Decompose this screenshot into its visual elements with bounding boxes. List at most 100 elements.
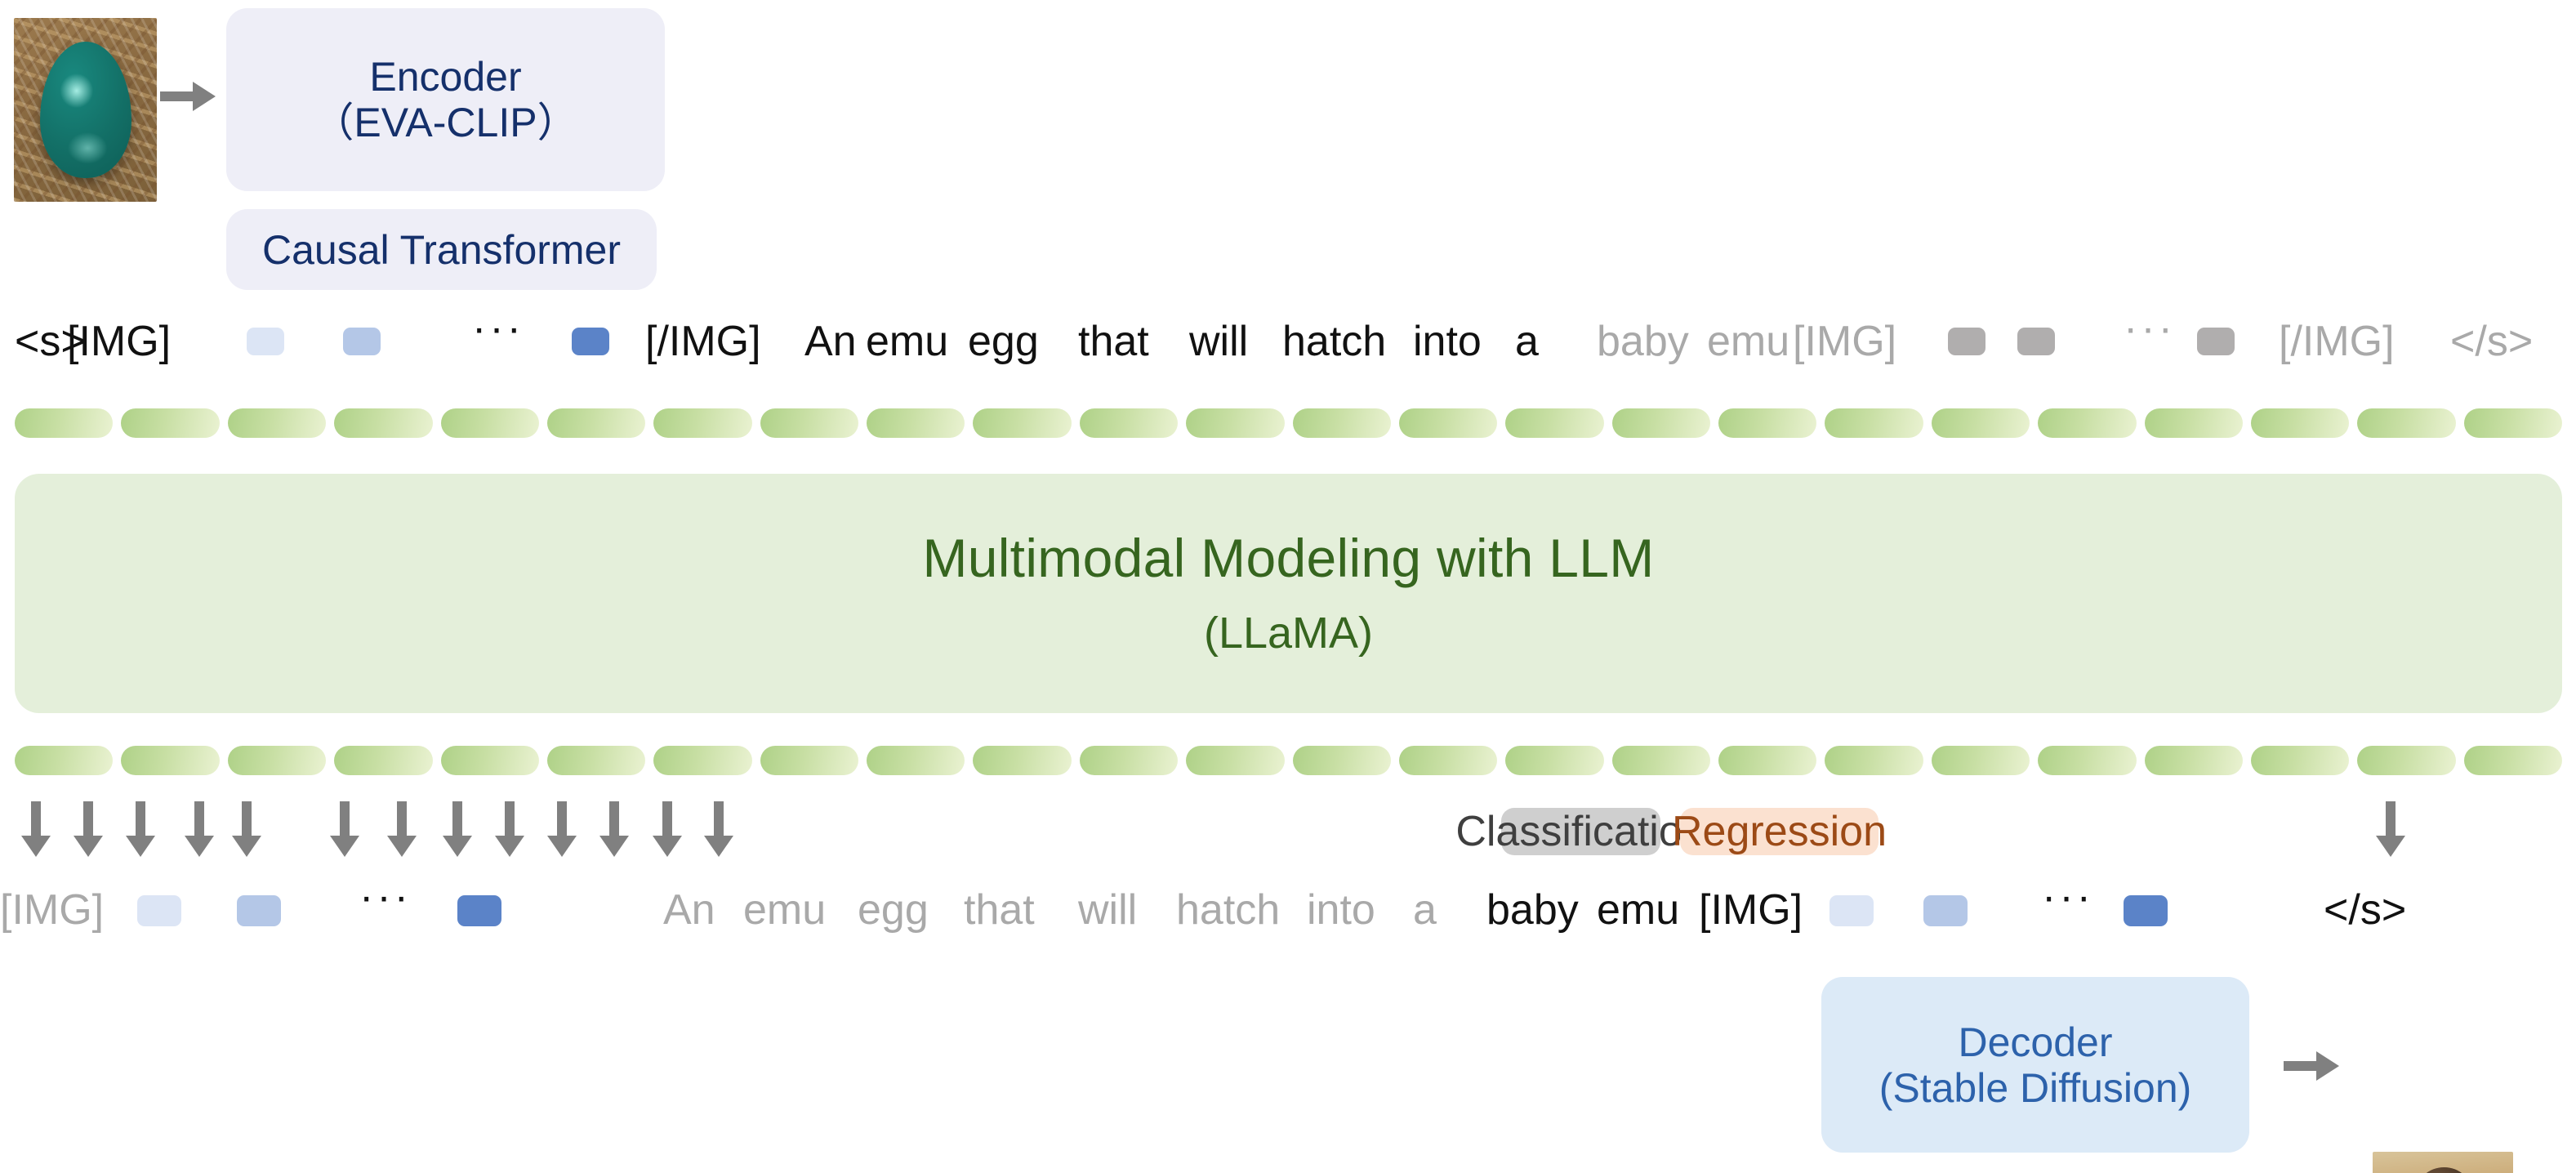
embedding-capsule-output bbox=[1079, 746, 1179, 775]
embedding-capsule-input bbox=[440, 408, 539, 438]
embedding-capsule-output bbox=[2144, 746, 2243, 775]
output-token: emu bbox=[1597, 886, 1680, 934]
embedding-capsule-output bbox=[973, 746, 1072, 775]
causal-transformer-module[interactable]: Causal Transformer bbox=[226, 209, 657, 290]
prediction-arrow-down bbox=[2373, 801, 2409, 859]
embedding-capsule-output bbox=[2250, 746, 2350, 775]
output-visual-token-chip bbox=[137, 895, 181, 926]
embedding-capsule-input bbox=[546, 408, 646, 438]
embedding-capsule-input bbox=[1079, 408, 1179, 438]
input-token: [/IMG] bbox=[2279, 318, 2395, 365]
input-token: [IMG] bbox=[1793, 318, 1897, 365]
embedding-capsule-input bbox=[15, 408, 114, 438]
prediction-arrow-down bbox=[649, 801, 685, 859]
decoder-subtitle: (Stable Diffusion) bbox=[1879, 1064, 2192, 1111]
prediction-arrow-down bbox=[123, 801, 158, 859]
output-token: An bbox=[663, 886, 715, 934]
output-token: a bbox=[1413, 886, 1437, 934]
prediction-arrow-down bbox=[439, 801, 475, 859]
embedding-capsule-input bbox=[760, 408, 858, 438]
embedding-capsule-output bbox=[1186, 746, 1285, 775]
embedding-capsule-output bbox=[15, 746, 114, 775]
input-token: will bbox=[1189, 318, 1249, 365]
input-visual-token-chip bbox=[2017, 328, 2055, 355]
llm-title: Multimodal Modeling with LLM bbox=[922, 528, 1655, 589]
prediction-arrow-down bbox=[70, 801, 106, 859]
embedding-capsule-input bbox=[1611, 408, 1710, 438]
embedding-capsule-input bbox=[2038, 408, 2137, 438]
input-token: that bbox=[1078, 318, 1149, 365]
prediction-arrow-down bbox=[596, 801, 632, 859]
classification-head-label: Classification bbox=[1455, 808, 1706, 855]
embedding-capsule-input bbox=[973, 408, 1072, 438]
embedding-capsule-input bbox=[867, 408, 965, 438]
prediction-arrow-down bbox=[229, 801, 265, 859]
embedding-capsule-output bbox=[546, 746, 646, 775]
output-token: </s> bbox=[2324, 886, 2407, 934]
output-visual-token-chip bbox=[457, 895, 501, 926]
output-token: baby bbox=[1486, 886, 1579, 934]
embedding-capsule-output bbox=[2038, 746, 2137, 775]
encoder-subtitle: （EVA-CLIP） bbox=[313, 100, 578, 145]
embedding-capsule-output bbox=[2463, 746, 2562, 775]
embedding-capsule-output bbox=[121, 746, 220, 775]
input-visual-token-chip bbox=[343, 328, 381, 355]
llm-module[interactable]: Multimodal Modeling with LLM (LLaMA) bbox=[15, 474, 2562, 713]
output-token: emu bbox=[743, 886, 827, 934]
input-token: emu bbox=[1707, 318, 1790, 365]
input-token: </s> bbox=[2450, 318, 2534, 365]
embedding-capsule-output bbox=[653, 746, 752, 775]
prediction-arrow-down bbox=[544, 801, 580, 859]
embedding-capsule-output bbox=[440, 746, 539, 775]
embedding-capsule-output bbox=[760, 746, 858, 775]
embedding-capsule-input bbox=[2250, 408, 2350, 438]
embedding-capsule-input bbox=[1825, 408, 1923, 438]
input-ellipsis: ··· bbox=[2124, 305, 2176, 352]
prediction-arrow-down bbox=[384, 801, 420, 859]
classification-head-tag[interactable]: Classification bbox=[1455, 808, 1706, 855]
input-token: egg bbox=[968, 318, 1039, 365]
input-token: [/IMG] bbox=[645, 318, 761, 365]
decoder-module[interactable]: Decoder (Stable Diffusion) bbox=[1821, 977, 2249, 1153]
output-token: [IMG] bbox=[0, 886, 105, 934]
encoder-module[interactable]: Encoder （EVA-CLIP） bbox=[226, 8, 665, 191]
llm-subtitle: (LLaMA) bbox=[1203, 609, 1374, 658]
input-ellipsis: ··· bbox=[472, 305, 524, 352]
input-token: into bbox=[1413, 318, 1482, 365]
baby-emu-photo bbox=[2373, 1152, 2513, 1173]
embedding-capsule-output bbox=[334, 746, 433, 775]
arrow-decoder-to-image bbox=[2284, 1048, 2341, 1084]
output-ellipsis: ··· bbox=[2042, 873, 2094, 921]
output-token: into bbox=[1307, 886, 1375, 934]
output-visual-token-chip bbox=[2124, 895, 2168, 926]
embedding-capsule-input bbox=[1398, 408, 1498, 438]
causal-transformer-title: Causal Transformer bbox=[261, 226, 622, 273]
embedding-capsule-output bbox=[1718, 746, 1817, 775]
emu-egg-photo bbox=[14, 18, 157, 202]
embedding-capsule-input bbox=[1718, 408, 1817, 438]
embedding-capsule-input bbox=[334, 408, 433, 438]
prediction-arrow-down bbox=[181, 801, 217, 859]
output-token: will bbox=[1078, 886, 1138, 934]
output-token: that bbox=[964, 886, 1035, 934]
output-token: [IMG] bbox=[1699, 886, 1803, 934]
arrow-image-to-encoder bbox=[160, 78, 217, 114]
embedding-capsule-input bbox=[2357, 408, 2456, 438]
regression-head-tag[interactable]: Regression bbox=[1672, 808, 1887, 855]
input-visual-token-chip bbox=[247, 328, 284, 355]
embedding-capsule-output bbox=[1931, 746, 2030, 775]
output-visual-token-chip bbox=[1829, 895, 1874, 926]
embedding-capsule-input bbox=[2144, 408, 2243, 438]
input-token: a bbox=[1515, 318, 1539, 365]
embedding-capsule-input bbox=[121, 408, 220, 438]
input-token: <s> bbox=[15, 318, 86, 365]
decoder-title: Decoder bbox=[1958, 1019, 2113, 1065]
input-visual-token-chip bbox=[2197, 328, 2235, 355]
input-token: An bbox=[804, 318, 857, 365]
embedding-capsule-output bbox=[1825, 746, 1923, 775]
embedding-capsule-output bbox=[1292, 746, 1391, 775]
output-visual-token-chip bbox=[237, 895, 281, 926]
embedding-capsule-input bbox=[1931, 408, 2030, 438]
embedding-capsule-output bbox=[1398, 746, 1498, 775]
